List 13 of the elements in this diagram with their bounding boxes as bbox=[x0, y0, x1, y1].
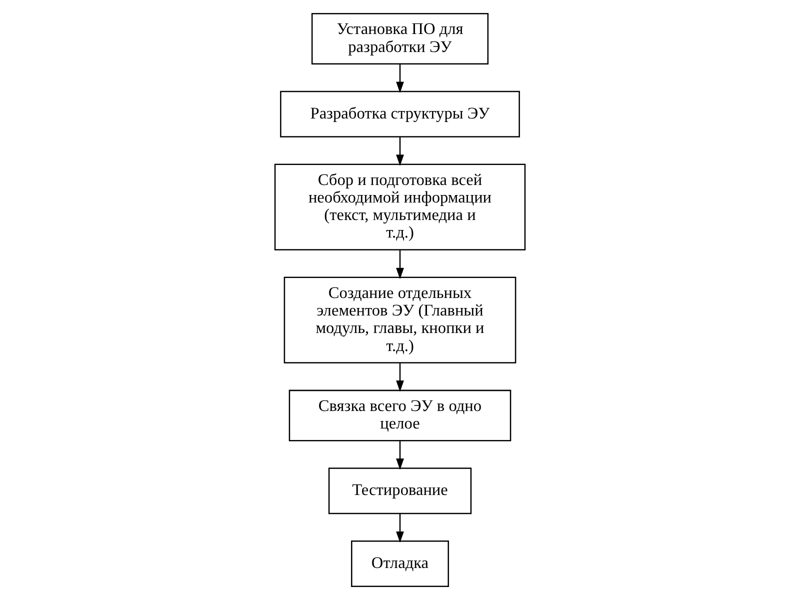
node-box: Разработка структуры ЭУ bbox=[280, 90, 520, 138]
node-box: Тестирование bbox=[328, 468, 472, 514]
arrow bbox=[396, 514, 404, 543]
node-box: Сбор и подготовка всей необходимой информации (текст, мультимедиа и т.д.) bbox=[274, 164, 526, 250]
arrow bbox=[396, 137, 404, 166]
node-box: Связка всего ЭУ в одно целое bbox=[288, 390, 512, 442]
arrow bbox=[396, 64, 404, 94]
arrow bbox=[396, 250, 404, 280]
arrow bbox=[396, 441, 404, 470]
arrow bbox=[396, 363, 404, 392]
node-box: Установка ПО для разработки ЭУ bbox=[311, 13, 489, 64]
node-box: Создание отдельных элементов ЭУ (Главный модуль, главы, кнопки и т.д.) bbox=[284, 276, 516, 364]
node-box: Отладка bbox=[351, 540, 449, 587]
